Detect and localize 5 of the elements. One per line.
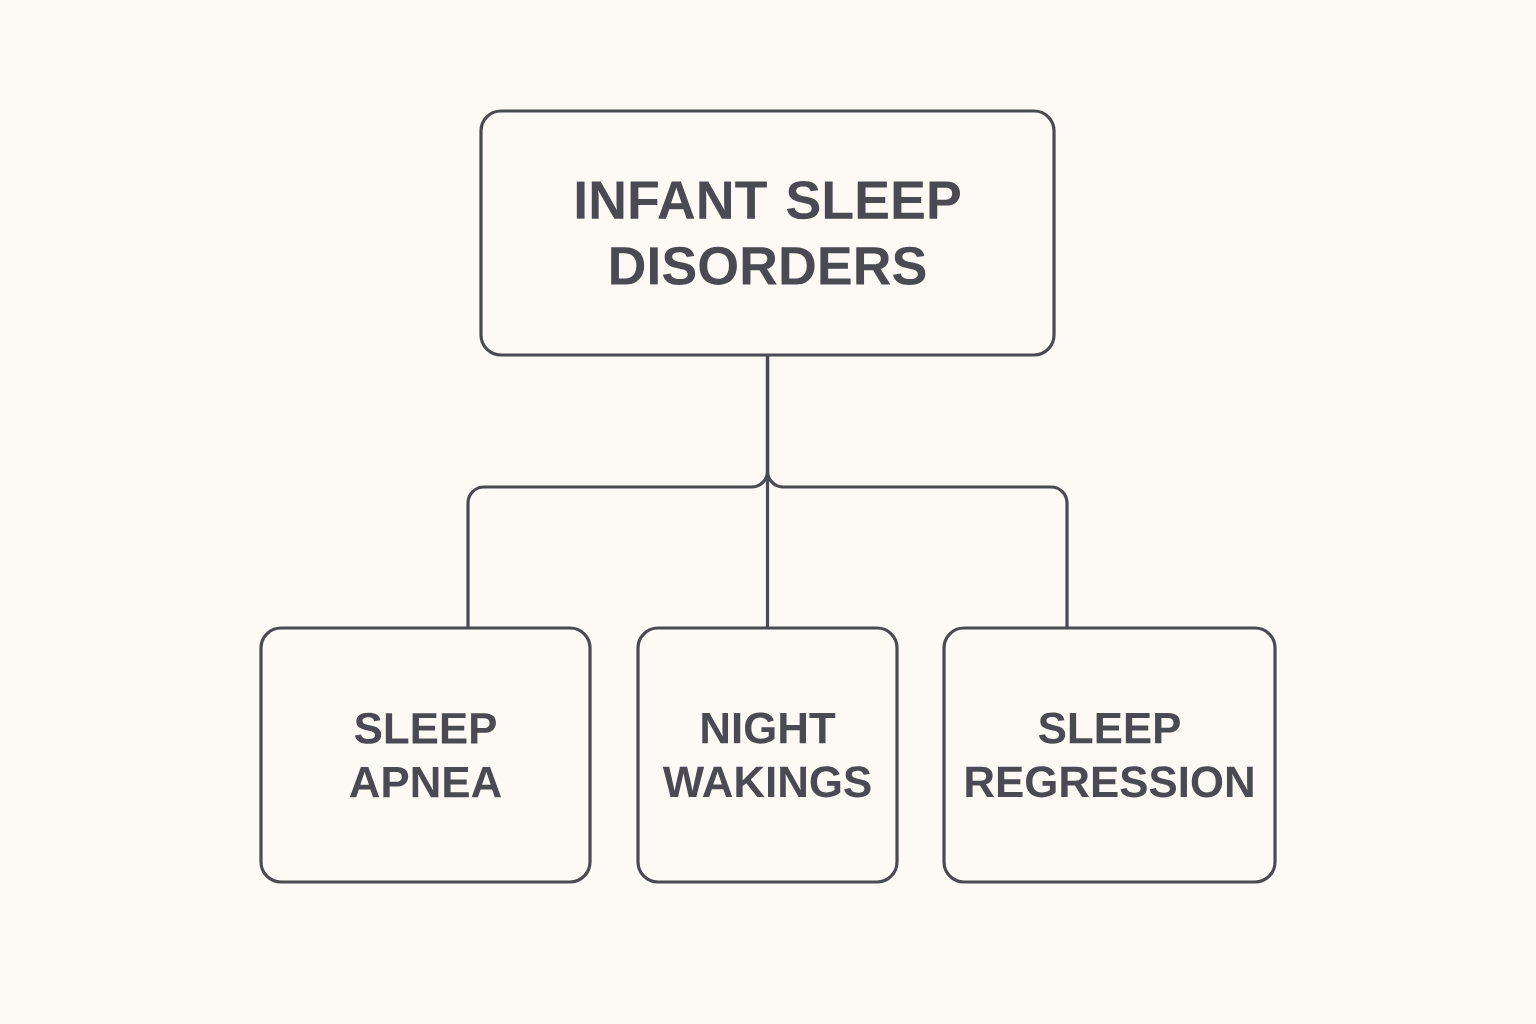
category-box: SLEEP REGRESSION (942, 626, 1277, 884)
title-box: INFANT SLEEP DISORDERS (479, 109, 1056, 357)
connector-line (765, 355, 1069, 628)
category-box: NIGHT WAKINGS (636, 626, 899, 884)
category-box: SLEEP APNEA (259, 626, 592, 884)
